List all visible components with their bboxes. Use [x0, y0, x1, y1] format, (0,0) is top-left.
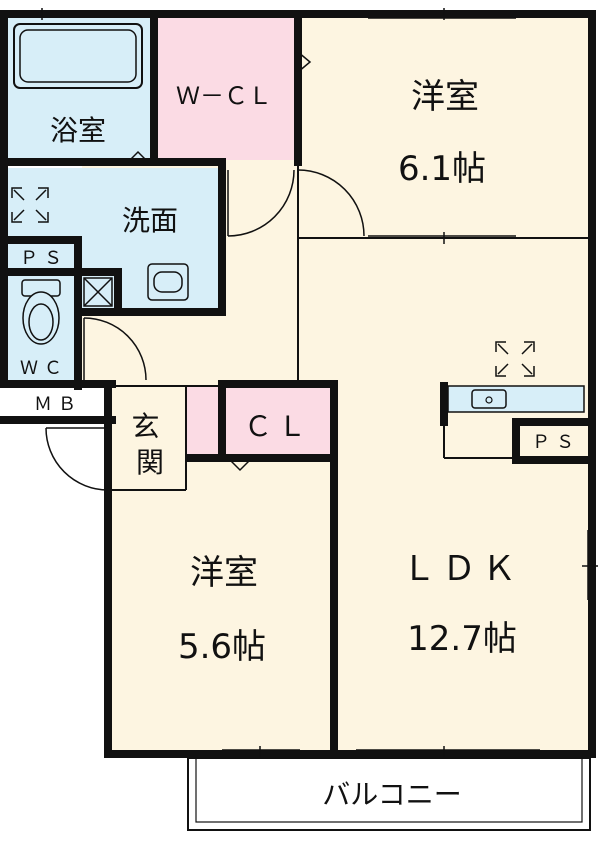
duct-cross	[83, 277, 113, 307]
walk-in-closet-fill	[154, 18, 298, 160]
bathtub	[13, 23, 143, 89]
washroom-label: 洗面	[122, 204, 178, 237]
entrance-label-char-1: 玄	[132, 410, 160, 443]
ldk-size: 12.7帖	[407, 619, 517, 659]
kitchen-counter	[447, 385, 585, 413]
entrance-label-char-2: 関	[136, 446, 164, 479]
western-room-bottom-name: 洋室	[190, 553, 258, 593]
closet-fill	[222, 386, 332, 456]
mb-label: ＭＢ	[34, 394, 82, 415]
toilet-label: ＷＣ	[20, 358, 68, 379]
western-room-top-name: 洋室	[411, 77, 479, 117]
toilet-fixture	[21, 279, 61, 345]
fridge-space-icon	[495, 341, 535, 377]
bathtub-inner	[19, 29, 137, 83]
western-room-top-size: 6.1帖	[398, 149, 486, 189]
balcony-inner	[195, 757, 583, 823]
windows	[222, 17, 589, 751]
ps-right-label: ＰＳ	[532, 432, 580, 453]
balcony-label: バルコニー	[322, 778, 461, 811]
closet-label: ＣＬ	[244, 410, 312, 443]
dimension-ticks	[41, 8, 598, 758]
walls	[0, 10, 596, 758]
balcony	[187, 757, 591, 831]
entrance-extra-fill	[186, 386, 222, 458]
door-swings	[45, 51, 365, 491]
ps-left-label: ＰＳ	[20, 248, 68, 269]
entrance-label: 玄 関	[132, 410, 169, 479]
thin-walls	[112, 166, 588, 491]
washbasin-bowl	[153, 271, 183, 293]
walk-in-closet-label: Ｗ－ＣＬ	[176, 82, 272, 110]
western-room-top-fill	[298, 18, 588, 238]
western-room-bottom-size: 5.6帖	[178, 627, 266, 667]
western-room-bottom-fill	[112, 458, 332, 750]
ldk-fill	[298, 238, 588, 750]
ldk-name: ＬＤＫ	[402, 549, 522, 589]
bath-label: 浴室	[50, 114, 106, 147]
washer-space-icon	[11, 187, 49, 223]
kitchen-sink	[471, 389, 507, 409]
kitchen-sink-drain	[485, 396, 493, 404]
